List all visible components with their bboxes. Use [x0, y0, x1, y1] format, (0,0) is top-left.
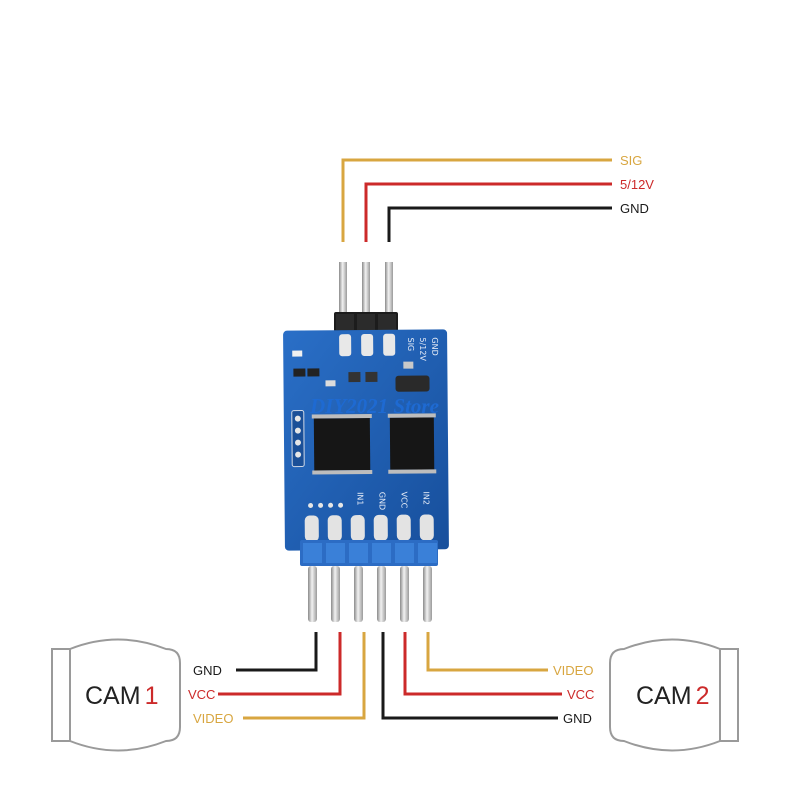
header-pin: [385, 262, 393, 322]
cam1-name: CAM: [85, 682, 141, 710]
bottom-pin-header: [300, 540, 438, 622]
top-pin-header: [334, 262, 398, 332]
ic-chip: [387, 413, 437, 474]
cam2-number: 2: [696, 682, 710, 710]
header-pin: [308, 566, 317, 622]
silk-label: GND: [430, 337, 439, 355]
cam2-name: CAM: [636, 682, 692, 710]
gnd-label-top: GND: [620, 201, 649, 216]
video-switch-board: GND 5/12V SIG IN1 GND VCC IN2: [283, 329, 449, 551]
cam2-gnd-label: GND: [563, 711, 592, 726]
cam1-video-label: VIDEO: [193, 711, 233, 726]
sig-label: SIG: [620, 153, 642, 168]
cam2-outline: [609, 638, 739, 752]
gnd-wire-top: [387, 206, 612, 242]
cam2-video-wire: [426, 632, 548, 672]
power-label-top: 5/12V: [620, 177, 654, 192]
cam1-gnd-wire: [236, 632, 318, 672]
cam1-wires: [218, 632, 366, 720]
header-pin: [354, 566, 363, 622]
cam2-video-label: VIDEO: [553, 663, 593, 678]
sig-wire: [341, 158, 612, 242]
silk-label: IN1: [355, 492, 364, 506]
header-pin: [400, 566, 409, 622]
cam1-video-wire: [243, 632, 366, 720]
crystal: [395, 375, 430, 392]
cam1-outline: [51, 638, 181, 752]
silk-label: 5/12V: [418, 337, 427, 361]
silk-label: IN2: [421, 491, 430, 505]
silk-label: VCC: [399, 492, 408, 509]
cam2-wires: [381, 632, 562, 720]
silk-label: SIG: [406, 338, 415, 352]
cam2-vcc-wire: [403, 632, 562, 696]
header-pin: [423, 566, 432, 622]
header-pin: [377, 566, 386, 622]
header-pin: [362, 262, 370, 322]
cam2-vcc-label: VCC: [567, 687, 594, 702]
silk-label: GND: [377, 492, 386, 510]
header-pin: [339, 262, 347, 322]
store-watermark: DIY2021 Store: [309, 394, 439, 418]
power-wire-top: [364, 182, 612, 242]
cam1-vcc-label: VCC: [188, 687, 215, 702]
header-pin: [331, 566, 340, 622]
cam1-number: 1: [145, 682, 159, 710]
cam2-gnd-wire: [381, 632, 558, 720]
top-wires: [341, 158, 612, 242]
cam1-gnd-label: GND: [193, 663, 222, 678]
ic-chip: [311, 413, 373, 475]
cam1-vcc-wire: [218, 632, 342, 696]
